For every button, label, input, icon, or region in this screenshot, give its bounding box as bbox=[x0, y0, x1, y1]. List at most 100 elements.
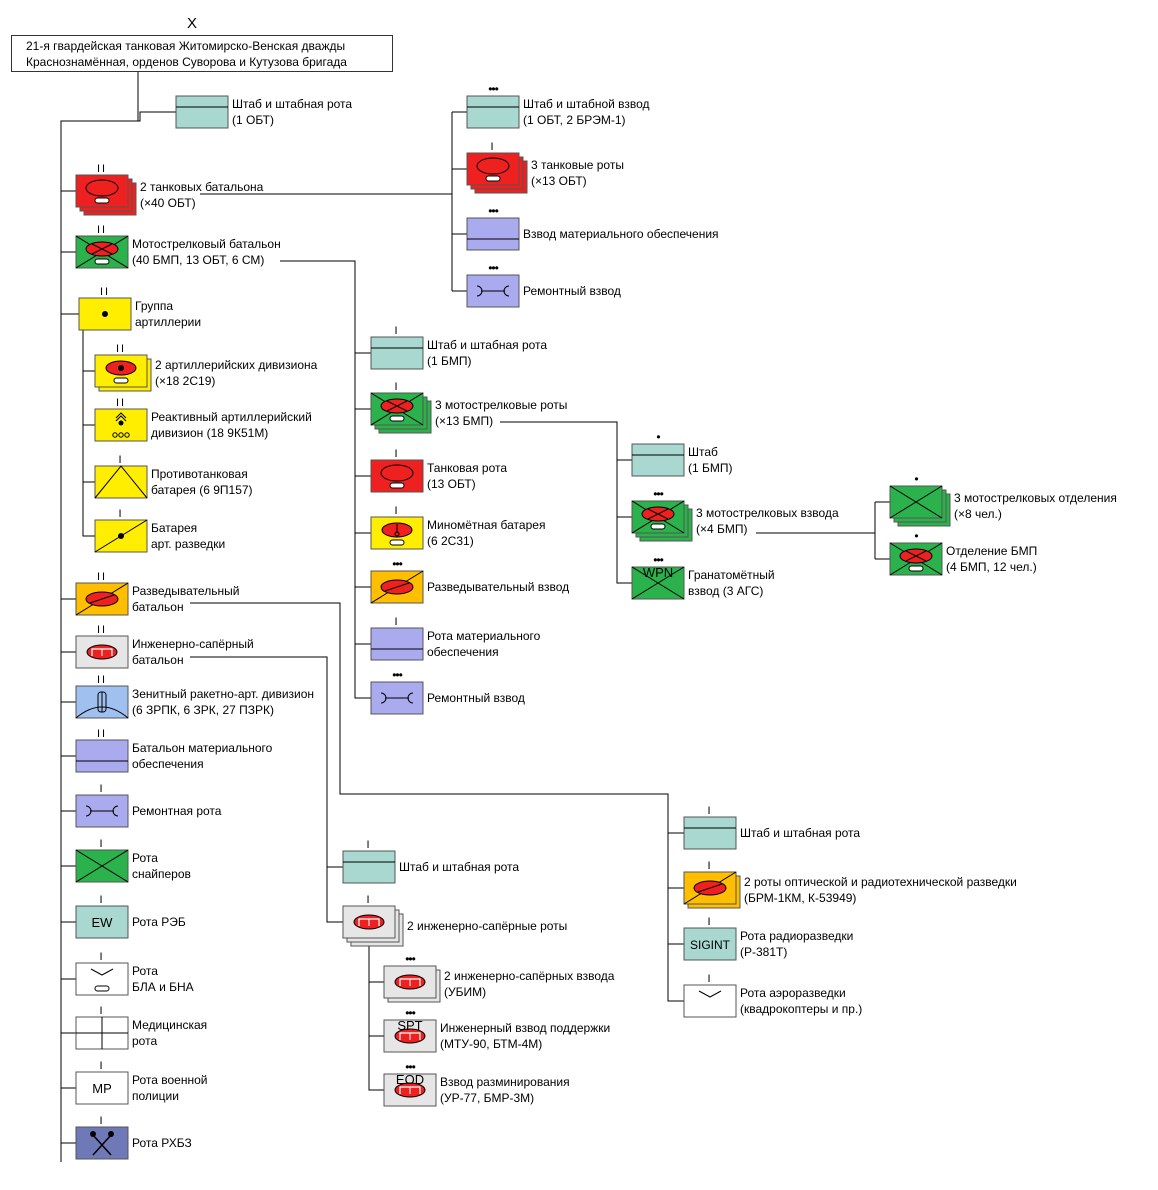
echelon-marker: II bbox=[116, 397, 126, 409]
echelon-marker: II bbox=[97, 624, 107, 636]
echelon-marker: I bbox=[707, 916, 712, 928]
connector-line bbox=[138, 111, 176, 122]
unit-label-line1: Рота радиоразведки bbox=[740, 929, 854, 943]
unit-label-line2: (6 2С31) bbox=[427, 534, 474, 548]
unit-symbol-m_log: I bbox=[370, 616, 424, 661]
unit-symbol-t_hq: ••• bbox=[466, 82, 520, 129]
unit-label-line1: Рота военной bbox=[132, 1073, 208, 1087]
unit-label-line1: Штаб и штабной взвод bbox=[523, 97, 650, 111]
echelon-marker: I bbox=[707, 860, 712, 872]
unit-label-line1: Взвод разминирования bbox=[440, 1075, 570, 1089]
echelon-marker: • bbox=[914, 529, 918, 543]
unit-label-line1: Миномётная батарея bbox=[427, 518, 546, 532]
echelon-marker: ••• bbox=[392, 557, 402, 571]
unit-label-m_tank: Танковая рота(13 ОБТ) bbox=[427, 460, 507, 492]
unit-label-line1: Рота аэроразведки bbox=[740, 986, 846, 1000]
connector-line bbox=[500, 421, 632, 584]
unit-label-line1: Отделение БМП bbox=[946, 544, 1038, 558]
symbol-modifier-text: MP bbox=[92, 1081, 112, 1096]
unit-label-line1: Разведывательный взвод bbox=[427, 580, 570, 594]
echelon-marker: I bbox=[99, 951, 104, 963]
unit-label-e_co: 2 инженерно-сапёрные роты bbox=[407, 918, 567, 934]
unit-label-line2: (40 БМП, 13 ОБТ, 6 СМ) bbox=[132, 253, 265, 267]
unit-label-line2: (×4 БМП) bbox=[696, 522, 748, 536]
unit-label-r_hq: Штаб и штабная рота bbox=[740, 825, 860, 841]
unit-label-line2: батальон bbox=[132, 600, 184, 614]
unit-label-line2: батарея (6 9П157) bbox=[151, 483, 253, 497]
unit-label-line2: (1 БМП) bbox=[427, 354, 472, 368]
echelon-marker: I bbox=[490, 141, 495, 153]
unit-symbol-hq bbox=[175, 95, 229, 129]
unit-label-line2: (6 ЗРПК, 6 ЗРК, 27 ПЗРК) bbox=[132, 703, 275, 717]
echelon-marker: II bbox=[97, 674, 107, 686]
unit-symbol-p_sq: • bbox=[889, 472, 951, 527]
echelon-marker: II bbox=[97, 571, 107, 583]
unit-label-t_co: 3 танковые роты(×13 ОБТ) bbox=[531, 157, 624, 189]
symbol-modifier-text: SIGINT bbox=[690, 938, 731, 952]
unit-label-line1: 2 роты оптической и радиотехнической раз… bbox=[744, 875, 1017, 889]
unit-symbol-r_air: I bbox=[683, 973, 737, 1018]
unit-label-m_mnt: Ремонтный взвод bbox=[427, 690, 525, 706]
unit-label-line2: БЛА и БНА bbox=[132, 980, 194, 994]
unit-symbol-ew: EWI bbox=[75, 894, 129, 939]
unit-label-line2: батальон bbox=[132, 653, 184, 667]
echelon-marker: I bbox=[394, 325, 399, 337]
unit-symbol-c_hq: • bbox=[631, 430, 685, 477]
echelon-marker: II bbox=[100, 286, 110, 298]
echelon-marker: I bbox=[707, 805, 712, 817]
unit-label-line2: (1 ОБТ, 2 БРЭМ-1) bbox=[523, 113, 626, 127]
echelon-marker: I bbox=[99, 838, 104, 850]
echelon-marker: I bbox=[394, 381, 399, 393]
echelon-marker: ••• bbox=[405, 1006, 415, 1020]
unit-label-engbn: Инженерно-сапёрный батальон bbox=[132, 636, 254, 668]
brigade-echelon-marker: X bbox=[187, 15, 198, 32]
unit-label-line1: Рота bbox=[132, 851, 158, 865]
unit-label-line1: Рота bbox=[132, 964, 158, 978]
unit-label-r_air: Рота аэроразведки(квадрокоптеры и пр.) bbox=[740, 985, 862, 1017]
unit-symbol-r_opt: I bbox=[683, 860, 741, 909]
connector-line bbox=[368, 938, 384, 1091]
unit-label-line1: Рота материального bbox=[427, 629, 541, 643]
unit-symbol-sniper: I bbox=[75, 838, 129, 883]
unit-label-line2: (×8 чел.) bbox=[954, 507, 1002, 521]
unit-label-line1: Ремонтный взвод bbox=[427, 691, 525, 705]
echelon-marker: II bbox=[97, 728, 107, 740]
unit-label-line1: Рота РЭБ bbox=[132, 915, 186, 929]
unit-label-line1: Батарея bbox=[151, 521, 198, 535]
unit-label-line1: Инженерный взвод поддержки bbox=[440, 1021, 611, 1035]
unit-symbol-e_co: I bbox=[342, 894, 404, 947]
brigade-title-line1: 21-я гвардейская танковая Житомирско-Вен… bbox=[26, 38, 346, 53]
unit-label-line2: (БРМ-1КМ, К-53949) bbox=[744, 891, 857, 905]
unit-label-t_hq: Штаб и штабной взвод (1 ОБТ, 2 БРЭМ-1) bbox=[523, 96, 650, 128]
unit-label-e_pl: 2 инженерно-сапёрных взвода(УБИМ) bbox=[444, 968, 614, 1000]
unit-symbol-e_hq: I bbox=[342, 839, 396, 884]
unit-label-line2: (13 ОБТ) bbox=[427, 477, 476, 491]
unit-label-e_spt: Инженерный взвод поддержки(МТУ-90, БТМ-4… bbox=[440, 1020, 610, 1052]
unit-symbol-m_mort: I bbox=[370, 505, 424, 550]
unit-symbol-tankbn: II bbox=[75, 163, 137, 216]
unit-label-line2: артиллерии bbox=[135, 315, 202, 329]
unit-symbol-c_pl: ••• bbox=[631, 487, 693, 542]
unit-label-adbn: Зенитный ракетно-арт. дивизион(6 ЗРПК, 6… bbox=[132, 686, 314, 718]
echelon-marker: I bbox=[118, 454, 123, 466]
unit-label-line1: Инженерно-сапёрный bbox=[132, 637, 254, 651]
unit-label-line1: Мотострелковый батальон bbox=[132, 237, 281, 251]
echelon-marker: ••• bbox=[488, 204, 498, 218]
unit-label-line2: обеспечения bbox=[427, 645, 499, 659]
echelon-marker: ••• bbox=[488, 261, 498, 275]
unit-symbol-e_pl: ••• bbox=[383, 952, 441, 1003]
echelon-marker: II bbox=[97, 224, 107, 236]
connector-lines bbox=[60, 72, 890, 1162]
unit-symbol-adbn: II bbox=[75, 674, 129, 719]
unit-label-line2: рота bbox=[132, 1034, 158, 1048]
brigade-title-box: 21-я гвардейская танковая Житомирско-Вен… bbox=[11, 35, 393, 72]
echelon-marker: I bbox=[394, 505, 399, 517]
unit-label-m_mort: Миномётная батарея (6 2С31) bbox=[427, 517, 545, 549]
echelon-marker: ••• bbox=[405, 1060, 415, 1074]
